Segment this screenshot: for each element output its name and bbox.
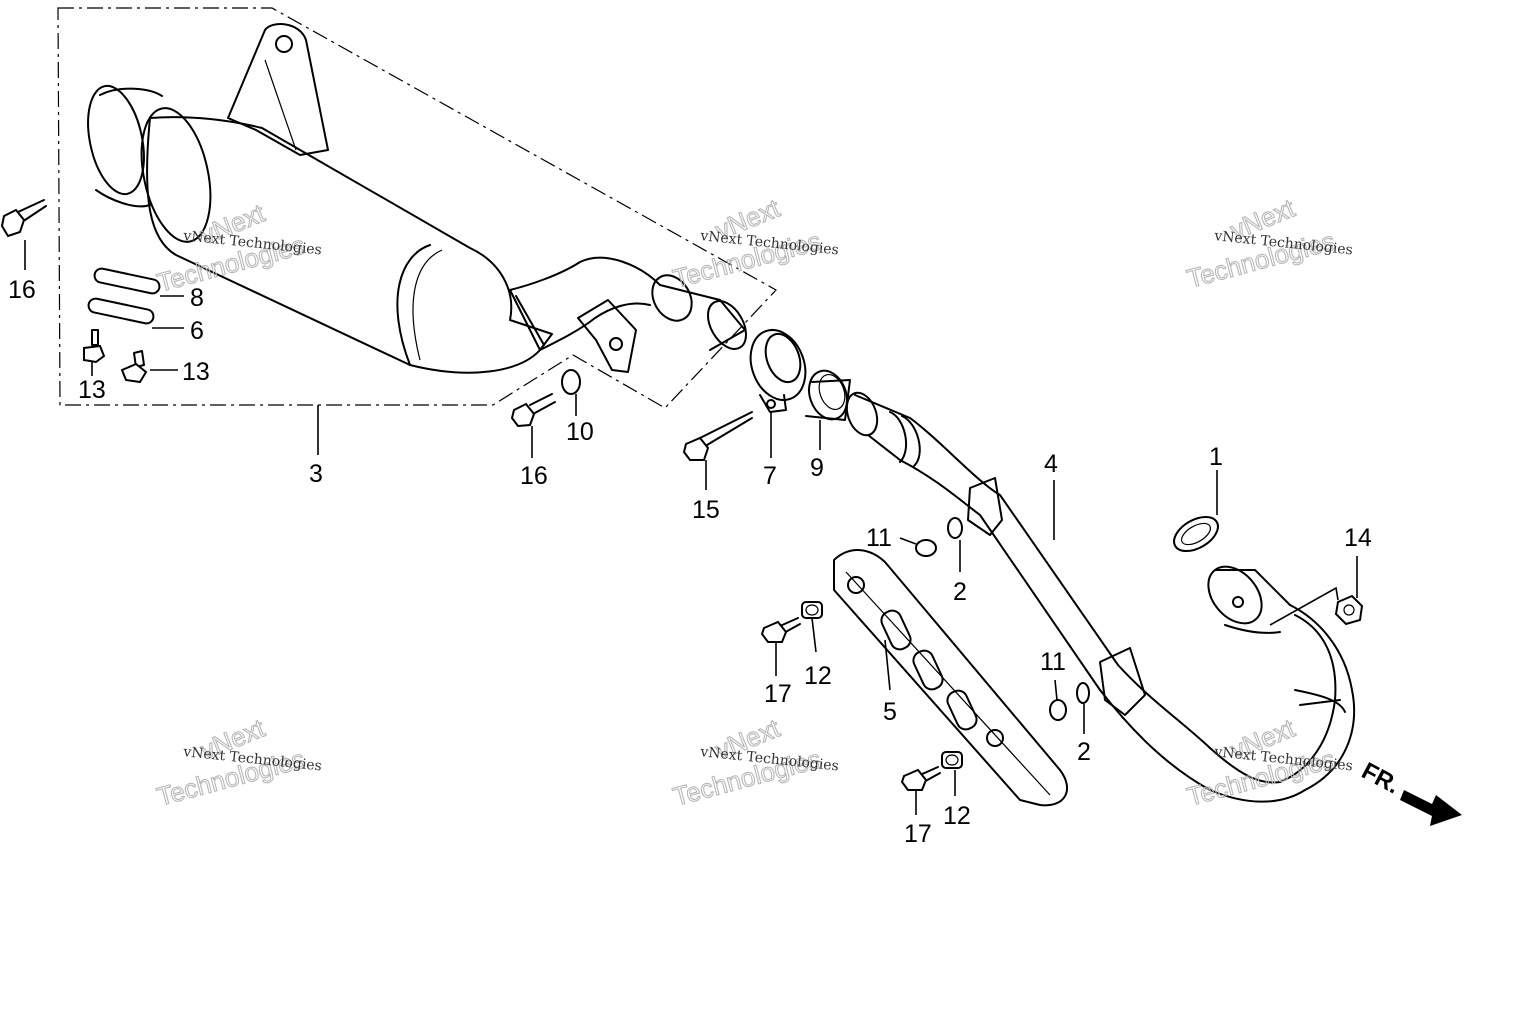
callout-12-lower: 12 [943,802,971,830]
callout-16-lower: 16 [520,462,548,490]
front-direction-indicator: FR. [1357,757,1462,826]
exhaust-gasket [1173,515,1219,553]
heat-shield [833,549,1069,807]
collar-12-upper [801,601,823,619]
washer-2-upper [947,517,963,539]
callout-3: 3 [309,460,323,488]
callout-13-left: 13 [78,376,106,404]
bolt-15 [682,411,753,461]
bolt-17-upper [760,617,801,643]
callout-4: 4 [1044,450,1058,478]
callout-10: 10 [566,418,594,446]
front-direction-label: FR. [1357,757,1404,799]
washer-11-upper [915,539,937,557]
watermark-top-left: vNext Technologies vNext Technologies [153,197,322,298]
leader-lines [24,240,1358,815]
callout-9: 9 [810,454,824,482]
callout-1: 1 [1209,443,1223,471]
washer-11-lower [1049,699,1067,721]
exhaust-pipe [845,391,1356,803]
watermark-bottom-center: vNext Technologies vNext Technologies [669,712,839,812]
washer-10 [561,369,581,395]
callout-13-right: 13 [182,358,210,386]
callout-15: 15 [692,496,720,524]
callout-11-upper: 11 [866,524,892,552]
bolt-16-lower [510,393,556,428]
bolt-13-left [83,329,106,364]
callout-5: 5 [883,698,897,726]
callout-17-lower: 17 [904,820,932,848]
washer-2-lower [1076,682,1090,704]
callout-12-upper: 12 [804,662,832,690]
muffler [87,23,747,374]
watermark-top-right: vNext Technologies vNext Technologies [1183,192,1353,294]
exhaust-clamp [749,329,807,413]
callout-8: 8 [190,284,204,312]
plate-6 [87,297,155,325]
callout-14: 14 [1344,524,1372,552]
bolt-13-right [120,350,148,384]
gasket-ring [805,369,851,421]
watermark-bottom-left: vNext Technologies vNext Technologies [153,712,322,812]
bolt-17-lower [900,766,941,791]
callout-2-upper: 2 [953,578,967,606]
callout-11-lower: 11 [1040,648,1066,676]
callouts: 16 8 6 13 13 3 10 16 7 9 15 4 1 11 2 14 … [8,276,1372,848]
front-arrow-icon [1400,790,1462,826]
assembly-boundary [57,7,777,409]
callout-17-upper: 17 [764,680,792,708]
callout-2-lower: 2 [1077,738,1091,766]
nut-14 [1334,594,1364,626]
collar-12-lower [941,751,963,769]
bolt-16-upper [0,199,47,238]
callout-16-upper: 16 [8,276,36,304]
callout-6: 6 [190,317,204,345]
plate-8 [93,267,161,295]
callout-7: 7 [763,462,777,490]
